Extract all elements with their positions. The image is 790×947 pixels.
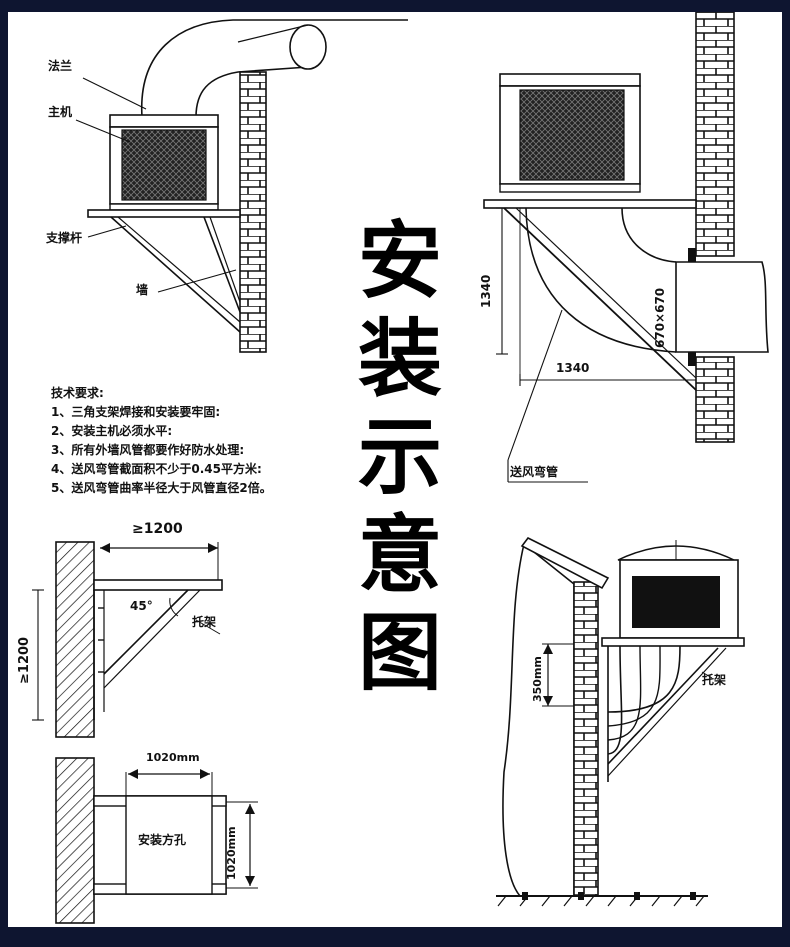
bracket-height-label: ≥1200	[17, 636, 32, 684]
top-right-diagram	[483, 12, 769, 483]
roof-bracket-label: 托架	[702, 673, 727, 687]
top-left-diagram	[75, 19, 408, 353]
opening-height-label: 1020mm	[225, 826, 238, 880]
title-char: 图	[357, 604, 442, 702]
opening-width-label: 1020mm	[146, 751, 200, 764]
duct-dimension-label: 670×670	[653, 287, 667, 348]
flange-label: 法兰	[48, 59, 73, 73]
note-item: 5、送风弯管曲率半径大于风管直径2倍。	[51, 481, 272, 495]
bracket-width-label: ≥1200	[132, 521, 183, 537]
bracket-label: 托架	[192, 615, 217, 629]
opening-label: 安装方孔	[138, 833, 187, 847]
roof-height-label: 350mm	[531, 656, 544, 702]
bracket-diagram	[32, 541, 223, 738]
title-char: 装	[357, 310, 442, 408]
wall-label: 墙	[136, 283, 149, 297]
roof-diagram	[496, 536, 745, 907]
height-dimension-label: 1340	[479, 274, 493, 308]
width-dimension-label: 1340	[556, 361, 590, 375]
note-item: 3、所有外墙风管都要作好防水处理:	[51, 443, 245, 457]
diagram-drawing	[32, 12, 769, 924]
elbow-label: 送风弯管	[510, 465, 559, 479]
opening-diagram	[55, 757, 258, 924]
note-item: 4、送风弯管截面积不少于0.45平方米:	[51, 462, 262, 476]
notes-heading: 技术要求:	[51, 386, 104, 400]
host-label: 主机	[48, 105, 73, 119]
technical-notes: 技术要求: 1、三角支架焊接和安装要牢固: 2、安装主机必须水平: 3、所有外墙…	[51, 384, 272, 498]
note-item: 2、安装主机必须水平:	[51, 424, 173, 438]
angle-label: 45°	[130, 599, 153, 613]
diagram-sheet: 法兰 主机 支撑杆 墙 技术要求: 1、三角支架焊接和安装要牢固: 2、安装主机…	[8, 12, 782, 927]
title-char: 示	[357, 408, 442, 506]
title-char: 安	[357, 212, 442, 310]
support-rod-label: 支撑杆	[46, 231, 83, 245]
page-title: 安 装 示 意 图	[355, 212, 445, 702]
title-char: 意	[357, 506, 442, 604]
note-item: 1、三角支架焊接和安装要牢固:	[51, 405, 221, 419]
